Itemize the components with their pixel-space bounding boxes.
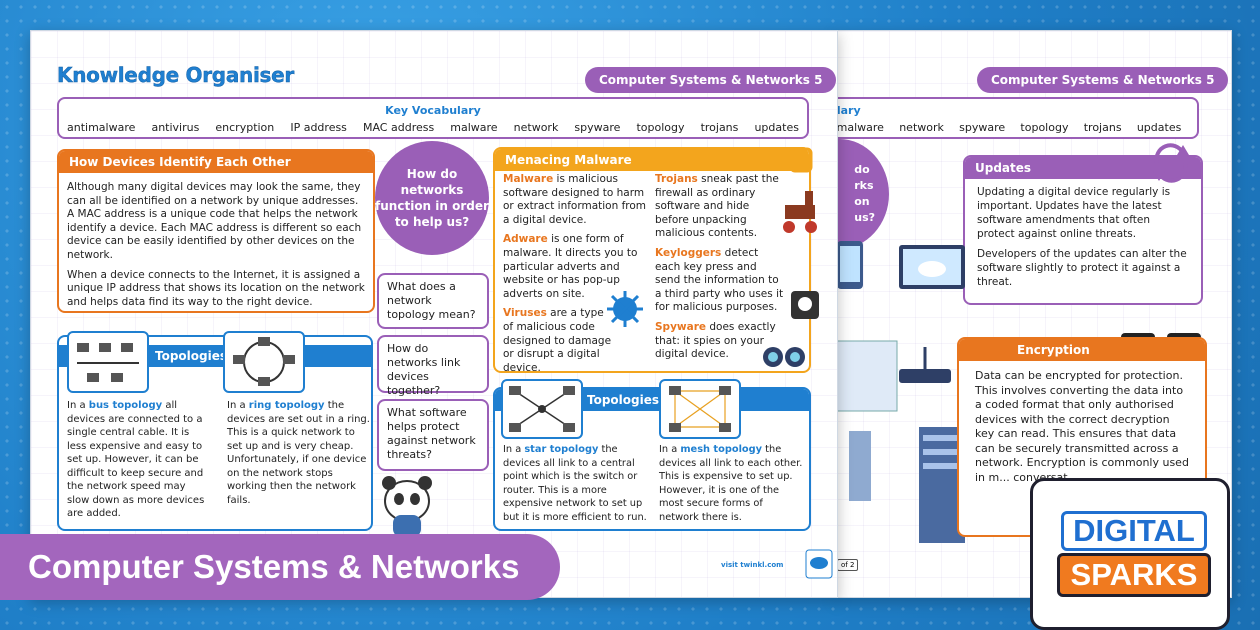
ring-text: In a ring topology the devices are set o… — [227, 400, 370, 506]
vocab-word: IP address — [290, 121, 347, 134]
front-page: Knowledge Organiser Computer Systems & N… — [30, 30, 838, 598]
vocab-word: trojans — [700, 121, 739, 134]
identify-p1: Although many digital devices may look t… — [67, 181, 362, 261]
vocab-word: spyware — [959, 121, 1006, 134]
banner-title: Computer Systems & Networks — [28, 548, 520, 585]
question-1: What does a network topology mean? — [377, 273, 489, 329]
vocab-word: malware — [450, 121, 498, 134]
devices-illustration — [837, 241, 898, 501]
updates-p2: Developers of the updates can alter the … — [977, 248, 1187, 288]
malware-definition: Malware is malicious software designed t… — [503, 173, 647, 226]
encryption-text: Data can be encrypted for protection. Th… — [975, 369, 1189, 484]
mesh-topology-diagram — [659, 379, 741, 439]
identify-box: How Devices Identify Each Other Although… — [57, 149, 375, 313]
vocab-word: malware — [836, 121, 884, 134]
vocab-word: encryption — [215, 121, 275, 134]
page-title: Knowledge Organiser — [57, 63, 295, 87]
malware-heading: Menacing Malware — [495, 149, 809, 171]
vocab-word: updates — [754, 121, 799, 134]
ring-topology-diagram — [223, 331, 305, 393]
skull-icon — [791, 291, 819, 319]
question-2: How do networks link devices together? — [377, 335, 489, 397]
vocab-list: antimalware antivirus encryption IP address… — [67, 121, 799, 134]
identify-heading: How Devices Identify Each Other — [59, 151, 373, 173]
panda-mascot-icon — [382, 476, 432, 537]
refresh-icon — [1153, 143, 1189, 183]
bus-topology-diagram — [67, 331, 149, 393]
malware-box: Menacing Malware Malware is malicious so… — [493, 147, 811, 373]
question-3: What software helps protect against netw… — [377, 399, 489, 471]
vocab-word: topology — [1020, 121, 1069, 134]
logo-line-1: DIGITAL — [1061, 511, 1207, 551]
bug-icon — [789, 147, 813, 173]
page-number: of 2 — [837, 559, 859, 571]
updates-heading: Updates — [965, 157, 1201, 179]
vocab-word: updates — [1136, 121, 1182, 134]
vocab-heading: ulary — [836, 104, 861, 117]
big-question-circle: How do networks function in order to hel… — [375, 141, 489, 255]
vocab-word: antimalware — [67, 121, 136, 134]
vocab-word: trojans — [1083, 121, 1122, 134]
topic-pill: Computer Systems & Networks 5 — [977, 67, 1229, 93]
vocab-word: spyware — [574, 121, 621, 134]
vocab-word: antivirus — [151, 121, 200, 134]
title-banner: Computer Systems & Networks — [0, 534, 560, 600]
virus-definition: Viruses are a type of malicious code des… — [503, 307, 612, 373]
vocab-word: topology — [636, 121, 685, 134]
router-icon — [899, 347, 951, 383]
key-vocabulary: Key Vocabulary antimalware antivirus encry… — [57, 97, 809, 139]
keylogger-definition: Keyloggers detect each key press and sen… — [655, 246, 784, 314]
mesh-text: In a mesh topology the devices all link … — [659, 444, 803, 523]
footer-link[interactable]: visit twinkl.com — [721, 561, 784, 569]
vocab-word: MAC address — [362, 121, 435, 134]
twinkl-logo-icon — [805, 549, 833, 579]
star-topology-diagram — [501, 379, 583, 439]
trojan-definition: Trojans sneak past the firewall as ordin… — [655, 173, 779, 240]
adware-definition: Adware is one form of malware. It direct… — [503, 233, 638, 300]
vocab-word: network — [513, 121, 559, 134]
updates-p1: Updating a digital device regularly is i… — [977, 186, 1171, 240]
digital-sparks-logo: DIGITAL SPARKS — [1030, 478, 1230, 630]
star-text: In a star topology the devices all link … — [503, 444, 647, 523]
topic-pill: Computer Systems & Networks 5 — [585, 67, 837, 93]
encryption-heading: Encryption — [959, 339, 1205, 361]
cloud-monitor-icon — [899, 245, 965, 289]
vocab-list: malware network spyware topology trojans upda… — [836, 121, 1189, 134]
key-vocabulary: ulary malware network spyware topology troja… — [836, 97, 1199, 139]
virus-icon — [607, 291, 643, 327]
identify-p2: When a device connects to the Internet, … — [67, 268, 365, 308]
binoculars-icon — [763, 347, 805, 367]
vocab-word: network — [899, 121, 944, 134]
trojan-horse-icon — [783, 191, 817, 233]
logo-line-2: SPARKS — [1057, 553, 1211, 597]
spyware-definition: Spyware does exactly that: it spies on y… — [655, 320, 776, 361]
bus-text: In a bus topology all devices are connec… — [67, 400, 205, 519]
vocab-heading: Key Vocabulary — [385, 104, 481, 117]
